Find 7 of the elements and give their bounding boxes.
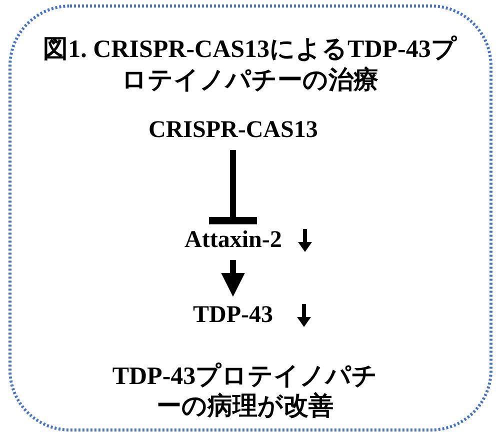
node-label: Attaxin-2 xyxy=(184,226,282,254)
inhibition-line xyxy=(209,150,257,224)
title: 図1. CRISPR-CAS13によるTDP-43プロテイノパチーの治療 xyxy=(42,34,458,96)
result-text: TDP-43プロテイノパチーの病理が改善 xyxy=(111,362,379,422)
node-label: CRISPR-CAS13 xyxy=(148,116,318,144)
arrow xyxy=(221,260,245,297)
node-label: TDP-43 xyxy=(193,301,273,329)
